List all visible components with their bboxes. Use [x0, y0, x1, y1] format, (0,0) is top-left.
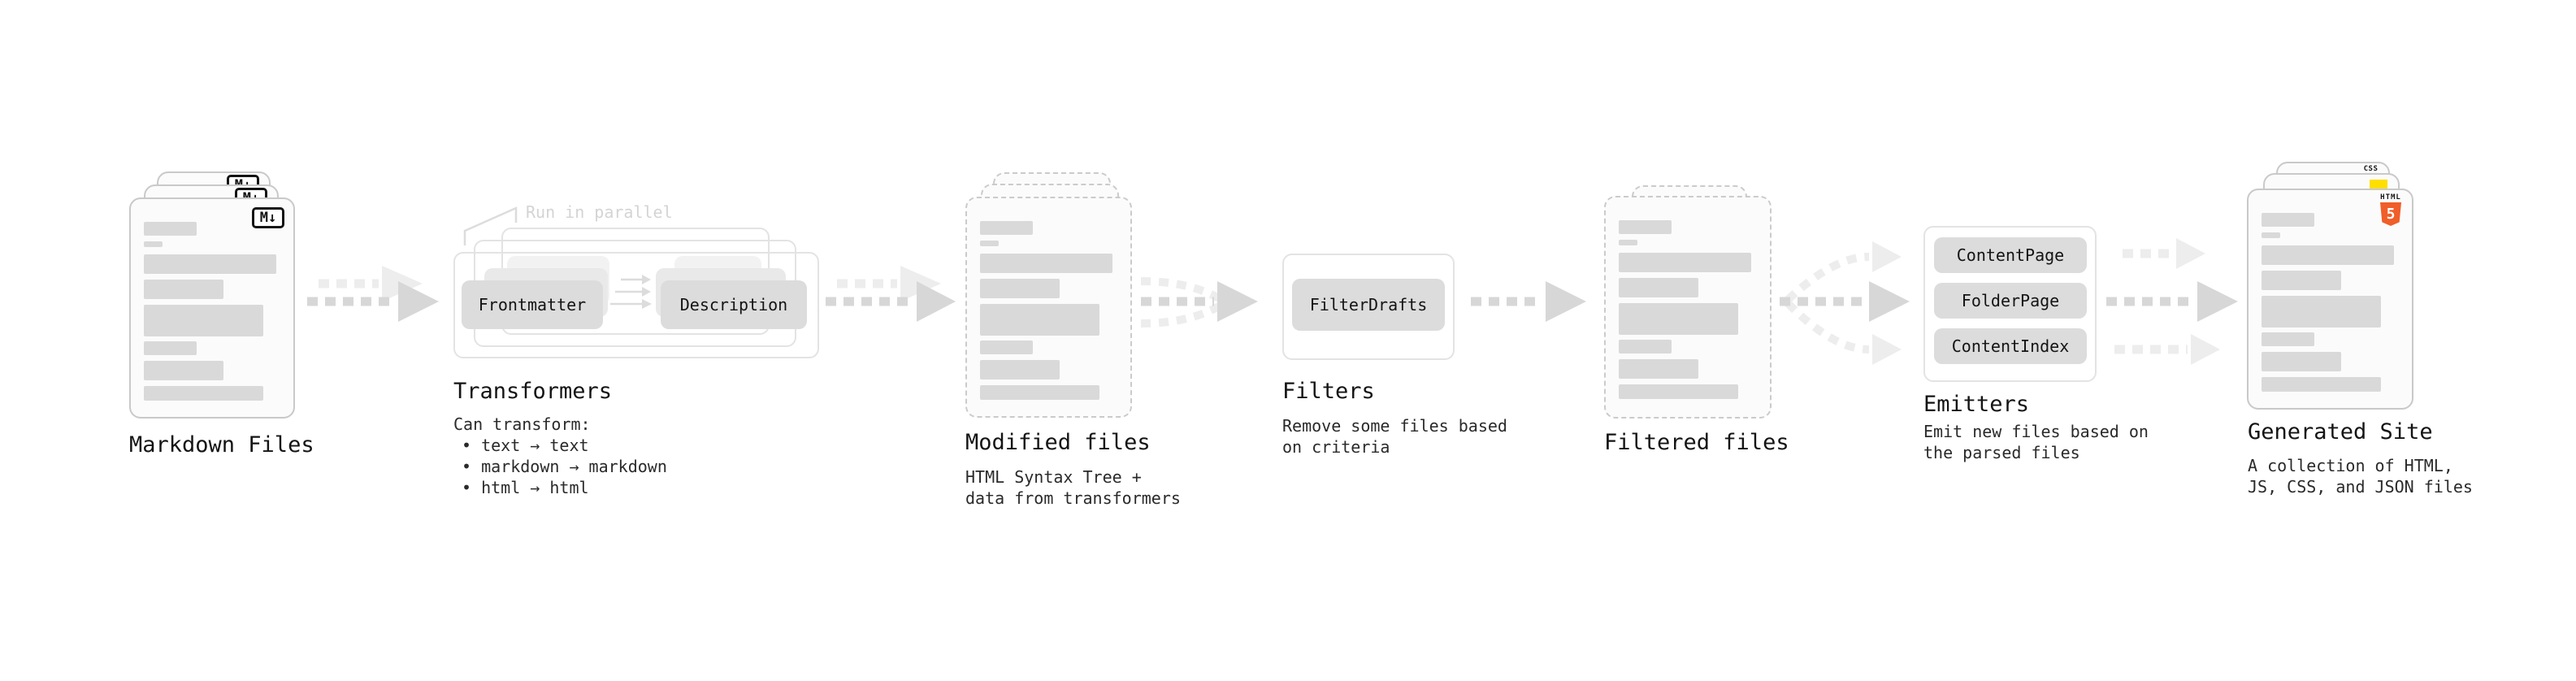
run-in-parallel-note: Run in parallel — [526, 202, 673, 222]
content-line-bar — [2262, 232, 2280, 238]
contentpage-node: ContentPage — [1934, 237, 2087, 273]
document-content — [1619, 220, 1751, 399]
modified-files-description-line: data from transformers — [965, 488, 1181, 508]
document-content — [144, 222, 276, 401]
markdown-document-front: M↓ — [129, 197, 295, 419]
content-line-bar — [144, 386, 263, 401]
generated-site-description-line: JS, CSS, and JSON files — [2248, 477, 2473, 497]
arrow-modified-to-filters-merge — [1140, 277, 1258, 327]
content-line-bar — [980, 254, 1112, 273]
emitters-description: Emit new files based on the parsed files — [1923, 421, 2149, 463]
arrow-filters-to-filtered — [1471, 281, 1586, 322]
generated-document-html: HTML 5 — [2247, 189, 2413, 410]
modified-files-description: HTML Syntax Tree + data from transformer… — [965, 466, 1181, 509]
arrow-transformers-to-modified — [826, 266, 956, 322]
stage-title-transformers: Transformers — [453, 379, 613, 404]
content-line-bar — [2262, 377, 2381, 392]
content-line-bar — [1619, 303, 1738, 335]
stage-title-filters: Filters — [1282, 379, 1375, 404]
content-line-bar — [144, 361, 223, 380]
generated-site-description-line: A collection of HTML, — [2248, 456, 2453, 475]
filtered-document-front — [1604, 196, 1772, 419]
filterdrafts-node: FilterDrafts — [1292, 279, 1445, 331]
stage-title-filtered-files: Filtered files — [1604, 430, 1789, 455]
content-line-bar — [144, 305, 263, 336]
content-line-bar — [1619, 240, 1637, 245]
content-line-bar — [1619, 220, 1672, 234]
content-line-bar — [980, 304, 1099, 336]
content-line-bar — [2262, 213, 2314, 227]
document-content — [980, 221, 1112, 400]
modified-files-description-line: HTML Syntax Tree + — [965, 467, 1142, 487]
content-line-bar — [144, 254, 276, 274]
content-line-bar — [980, 360, 1060, 380]
stage-title-modified-files: Modified files — [965, 430, 1151, 455]
content-line-bar — [1619, 340, 1672, 354]
emitters-description-line: the parsed files — [1923, 443, 2080, 462]
emitters-frame — [1923, 226, 2097, 382]
description-node: Description — [661, 280, 807, 329]
transformers-bullet: • markdown → markdown — [462, 457, 667, 476]
transformers-description: Can transform: • text → text • markdown … — [453, 414, 667, 498]
content-line-bar — [1619, 359, 1698, 379]
content-line-bar — [980, 279, 1060, 298]
folderpage-node: FolderPage — [1934, 283, 2087, 319]
content-line-bar — [980, 241, 999, 246]
stage-title-emitters: Emitters — [1923, 392, 2030, 417]
filters-description-line: Remove some files based — [1282, 416, 1507, 436]
filters-description: Remove some files based on criteria — [1282, 415, 1507, 458]
content-line-bar — [1619, 253, 1751, 272]
frontmatter-node: Frontmatter — [462, 280, 603, 329]
contentindex-node: ContentIndex — [1934, 328, 2087, 364]
modified-document-front — [965, 197, 1132, 418]
emitters-description-line: Emit new files based on — [1923, 422, 2149, 441]
content-line-bar — [2262, 352, 2341, 371]
content-line-bar — [1619, 384, 1738, 399]
content-line-bar — [2262, 332, 2314, 346]
stage-title-markdown-files: Markdown Files — [129, 432, 314, 458]
content-line-bar — [144, 241, 163, 247]
arrow-emitters-to-generated — [2106, 238, 2238, 365]
content-line-bar — [144, 280, 223, 299]
html5-icon: HTML 5 — [2379, 194, 2403, 226]
arrow-markdown-to-transformers — [307, 266, 439, 322]
arrow-filtered-to-emitters-split — [1780, 241, 1910, 365]
js-file-icon — [2370, 180, 2387, 189]
content-line-bar — [980, 340, 1033, 354]
transformers-bullet: • html → html — [462, 478, 589, 497]
content-line-bar — [2262, 296, 2381, 327]
transformers-description-line: Can transform: — [453, 414, 591, 434]
transformers-frame-front — [453, 252, 819, 358]
stage-title-generated-site: Generated Site — [2248, 419, 2433, 445]
filters-frame — [1282, 254, 1455, 360]
document-content — [2262, 213, 2394, 392]
content-line-bar — [144, 341, 197, 355]
transformers-bullet: • text → text — [462, 436, 589, 455]
content-line-bar — [2262, 271, 2341, 290]
markdown-icon: M↓ — [252, 207, 284, 228]
html5-shield: 5 — [2380, 202, 2401, 226]
content-line-bar — [2262, 245, 2394, 265]
content-line-bar — [144, 222, 197, 236]
content-line-bar — [1619, 278, 1698, 297]
content-line-bar — [980, 385, 1099, 400]
filters-description-line: on criteria — [1282, 437, 1390, 457]
content-line-bar — [980, 221, 1033, 235]
generated-site-description: A collection of HTML, JS, CSS, and JSON … — [2248, 455, 2473, 497]
